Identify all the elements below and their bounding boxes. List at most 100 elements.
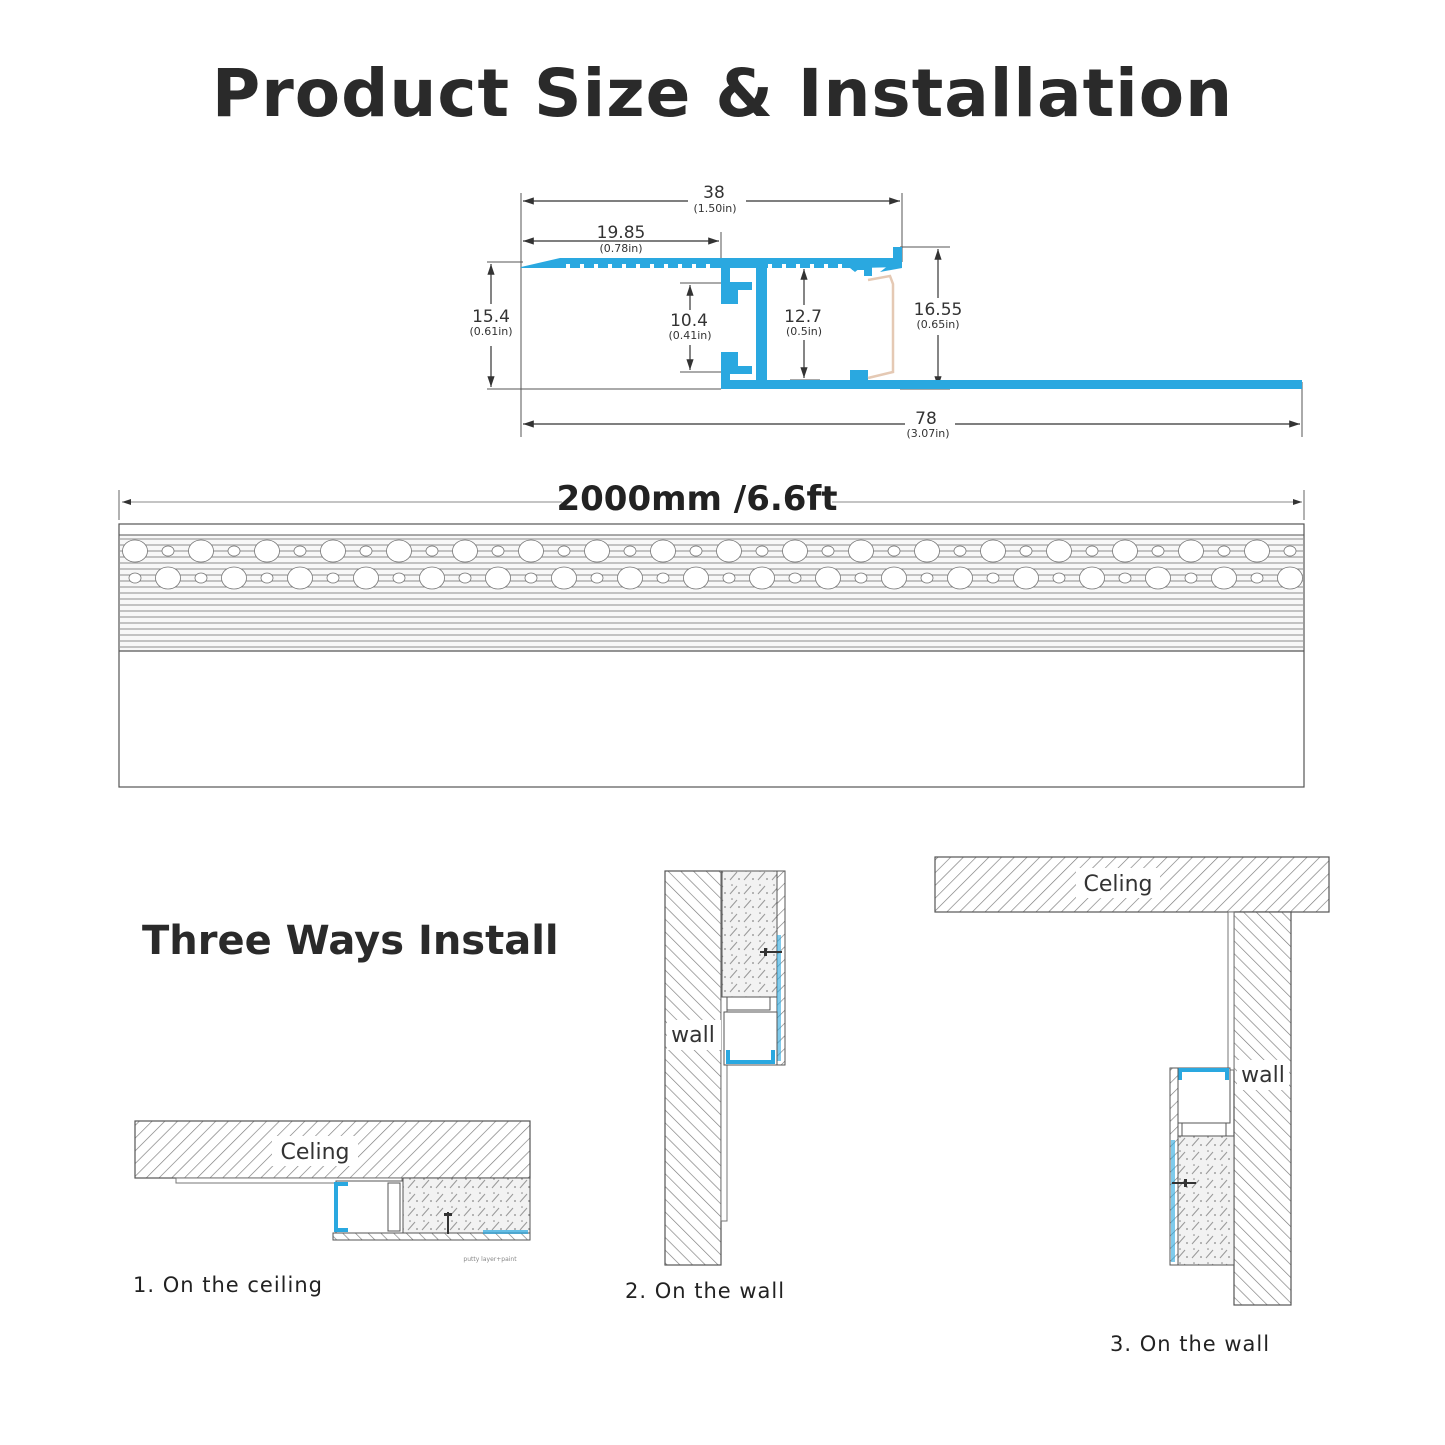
caption-wall-2: 3. On the wall <box>1110 1332 1270 1356</box>
mounting-hole <box>122 539 148 563</box>
mounting-hole <box>1151 545 1165 557</box>
mounting-hole <box>1079 566 1105 590</box>
mounting-hole <box>953 545 967 557</box>
mounting-hole <box>1085 545 1099 557</box>
mounting-hole <box>227 545 241 557</box>
profile-length-view: 2000mm /6.6ft <box>118 479 1305 788</box>
mounting-hole <box>1118 572 1132 584</box>
wall-label-1: wall <box>671 1023 715 1048</box>
mounting-hole <box>452 539 478 563</box>
dim-channel-inner-value: 12.7 <box>784 307 822 327</box>
mounting-hole <box>188 539 214 563</box>
mounting-hole <box>557 545 571 557</box>
dim-slot-inner-value: 10.4 <box>670 311 708 331</box>
mounting-hole <box>386 539 412 563</box>
mounting-hole <box>782 539 808 563</box>
mounting-hole <box>551 566 577 590</box>
mounting-hole <box>419 566 445 590</box>
mounting-hole <box>1013 566 1039 590</box>
caption-wall-1: 2. On the wall <box>625 1279 785 1303</box>
mounting-hole <box>1211 566 1237 590</box>
mounting-hole <box>1145 566 1171 590</box>
dim-length-bottom-inches: (3.07in) <box>906 427 949 440</box>
section-title: Three Ways Install <box>142 918 559 964</box>
mounting-hole <box>848 539 874 563</box>
install-wall-ceiling-diagram: Celing wall 3. On the wall <box>934 856 1330 1356</box>
mounting-hole <box>326 572 340 584</box>
mounting-hole <box>155 566 181 590</box>
mounting-hole <box>914 539 940 563</box>
dim-width-total-inches: (1.50in) <box>693 202 736 215</box>
mounting-hole <box>683 566 709 590</box>
mounting-hole <box>1250 572 1264 584</box>
mounting-hole <box>359 545 373 557</box>
profile-cross-section: 38 (1.50in) 19.85 (0.78in) 15.4 (0.61in)… <box>469 183 1303 440</box>
mounting-hole <box>128 572 142 584</box>
dim-width-flange-value: 19.85 <box>597 223 646 243</box>
mounting-hole <box>194 572 208 584</box>
mounting-hole <box>1052 572 1066 584</box>
mounting-hole <box>887 545 901 557</box>
install-ceiling-diagram: Celing putty layer+paint 1. On the ceili… <box>133 1120 531 1297</box>
mounting-hole <box>518 539 544 563</box>
mounting-hole <box>920 572 934 584</box>
mounting-hole <box>1046 539 1072 563</box>
mounting-hole <box>947 566 973 590</box>
mounting-hole <box>881 566 907 590</box>
mounting-holes <box>122 539 1303 590</box>
mounting-hole <box>623 545 637 557</box>
mounting-hole <box>353 566 379 590</box>
dim-height-left-value: 15.4 <box>472 307 510 327</box>
mounting-hole <box>161 545 175 557</box>
mounting-hole <box>524 572 538 584</box>
dim-height-right-inches: (0.65in) <box>916 318 959 331</box>
dim-width-flange-inches: (0.78in) <box>599 242 642 255</box>
ceiling-fine-print: putty layer+paint <box>463 1256 517 1263</box>
mounting-hole <box>716 539 742 563</box>
mounting-hole <box>1283 545 1297 557</box>
mounting-hole <box>617 566 643 590</box>
mounting-hole <box>260 572 274 584</box>
mounting-hole <box>485 566 511 590</box>
mounting-hole <box>392 572 406 584</box>
mounting-hole <box>1277 566 1303 590</box>
wall-label-2: wall <box>1241 1063 1285 1088</box>
dim-channel-inner-inches: (0.5in) <box>786 325 822 338</box>
aluminium-profile-shape <box>521 247 1302 389</box>
mounting-hole <box>788 572 802 584</box>
mounting-hole <box>689 545 703 557</box>
dim-width-total-value: 38 <box>703 183 725 203</box>
mounting-hole <box>722 572 736 584</box>
mounting-hole <box>293 545 307 557</box>
mounting-hole <box>1112 539 1138 563</box>
mounting-hole <box>1019 545 1033 557</box>
mounting-hole <box>854 572 868 584</box>
mounting-hole <box>1217 545 1231 557</box>
ceiling-label-2: Celing <box>1083 872 1152 897</box>
mounting-hole <box>584 539 610 563</box>
mounting-hole <box>980 539 1006 563</box>
mounting-hole <box>986 572 1000 584</box>
mounting-hole <box>1178 539 1204 563</box>
mounting-hole <box>221 566 247 590</box>
mounting-hole <box>821 545 835 557</box>
length-label: 2000mm /6.6ft <box>556 479 837 519</box>
dim-height-right-value: 16.55 <box>914 300 963 320</box>
caption-ceiling: 1. On the ceiling <box>133 1273 323 1297</box>
mounting-hole <box>320 539 346 563</box>
mounting-hole <box>1244 539 1270 563</box>
mounting-hole <box>254 539 280 563</box>
dim-slot-inner-inches: (0.41in) <box>668 329 711 342</box>
mounting-hole <box>650 539 676 563</box>
mounting-hole <box>1184 572 1198 584</box>
page-title: Product Size & Installation <box>211 55 1234 132</box>
mounting-hole <box>590 572 604 584</box>
mounting-hole <box>749 566 775 590</box>
dim-height-left-inches: (0.61in) <box>469 325 512 338</box>
mounting-hole <box>458 572 472 584</box>
mounting-hole <box>425 545 439 557</box>
mounting-hole <box>491 545 505 557</box>
dim-length-bottom-value: 78 <box>915 409 937 429</box>
mounting-hole <box>755 545 769 557</box>
